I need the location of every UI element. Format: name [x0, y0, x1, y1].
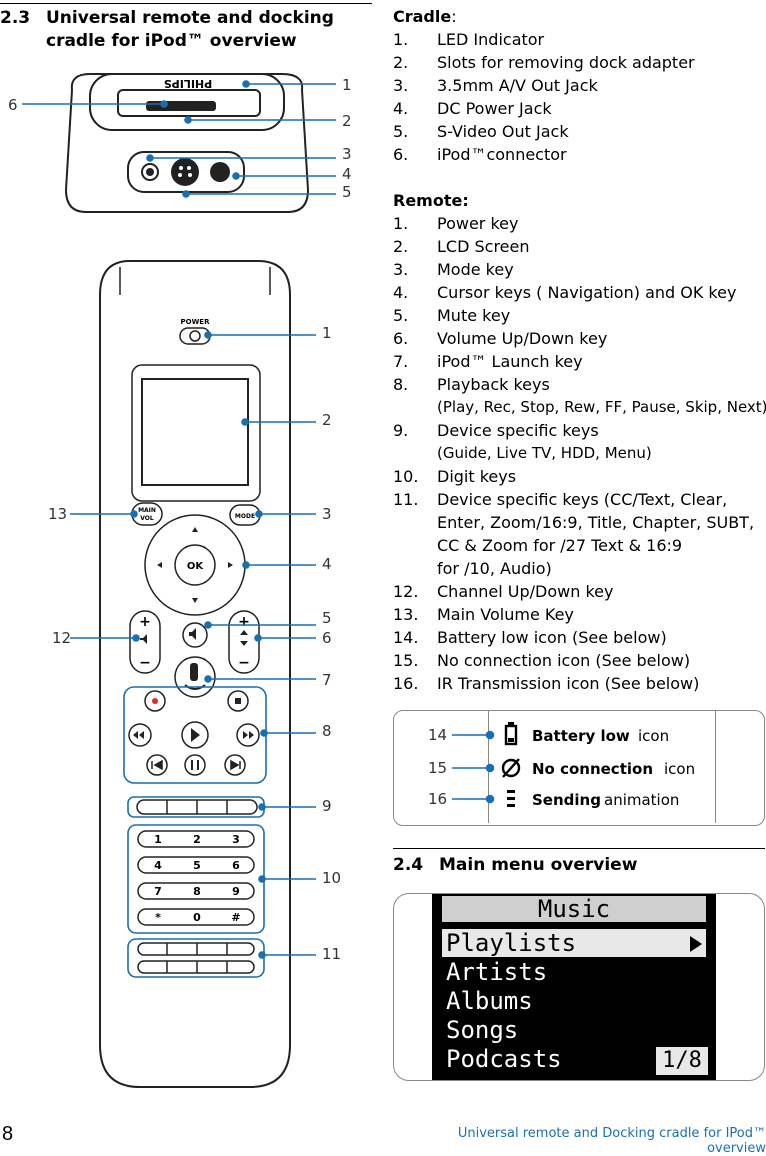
list-item-continuation: (Play, Rec, Stop, Rew, FF, Pause, Skip, … — [437, 398, 766, 416]
sending-icon — [507, 790, 515, 807]
cradle-callout-4: 4 — [342, 165, 352, 183]
power-label: POWER — [181, 318, 211, 326]
svg-text:+: + — [139, 614, 151, 630]
section-heading-2-4: 2.4 Main menu overview — [393, 854, 765, 878]
menu-title: Music — [537, 895, 611, 923]
menu-item[interactable]: Artists — [446, 958, 548, 986]
digit-star: * — [155, 911, 161, 924]
footer-text: Universal remote and Docking cradle for … — [457, 1126, 766, 1156]
menu-screen: Music Playlists Artists Albums Songs Pod… — [432, 894, 716, 1080]
page-number: 8 — [2, 1123, 14, 1145]
menu-item[interactable]: Albums — [446, 987, 533, 1015]
legend-callout-15: 15 — [428, 759, 447, 777]
remote-callout-4: 4 — [322, 555, 332, 573]
remote-callout-7: 7 — [322, 671, 332, 689]
digit-4: 4 — [154, 859, 162, 872]
section-rule-2-4 — [393, 848, 765, 849]
section-number: 2.3 — [0, 8, 31, 28]
cradle-illustration: PHILIPS 1 2 3 4 5 6 — [8, 73, 352, 213]
remote-callout-3: 3 — [322, 505, 332, 523]
section-number: 2.4 — [393, 855, 424, 875]
menu-item-selected[interactable]: Playlists — [442, 929, 706, 957]
svg-text:+: + — [238, 614, 250, 630]
remote-illustration: POWER MAIN VOL MODE OK + − + − 1 — [48, 260, 341, 1088]
cradle-callout-1: 1 — [342, 76, 352, 94]
legend-label-15: No connection — [532, 760, 653, 778]
digit-7: 7 — [154, 885, 162, 898]
main-vol-label-1: MAIN — [138, 507, 156, 514]
menu-page-indicator: 1/8 — [656, 1047, 708, 1075]
battery-icon — [504, 722, 518, 746]
legend-callout-14: 14 — [428, 726, 447, 744]
remote-callout-9: 9 — [322, 797, 332, 815]
remote-callout-13: 13 — [48, 505, 67, 523]
chevron-right-icon — [690, 936, 702, 952]
svg-text:−: − — [139, 655, 151, 671]
legend-callout-16: 16 — [428, 790, 447, 808]
remote-list: Remote: 1.Power key 2.LCD Screen 3.Mode … — [393, 191, 766, 693]
remote-callout-1: 1 — [322, 324, 332, 342]
remote-callout-12: 12 — [52, 629, 71, 647]
list-item-continuation: for /10, Audio) — [437, 559, 552, 578]
brand-logo: PHILIPS — [164, 77, 213, 90]
icons-legend-box: 14 15 16 Battery low icon No connection … — [393, 710, 765, 826]
section-title-line1: Universal remote and docking — [46, 8, 334, 28]
digit-hash: # — [231, 911, 240, 924]
section-title: Main menu overview — [439, 855, 638, 875]
digit-1: 1 — [154, 833, 162, 846]
digit-3: 3 — [232, 833, 240, 846]
legend-sub-16: animation — [604, 791, 679, 809]
top-rule — [0, 3, 372, 4]
main-vol-label-2: VOL — [140, 515, 154, 522]
digit-8: 8 — [193, 885, 201, 898]
cradle-list: Cradle: 1.LED Indicator 2.Slots for remo… — [393, 7, 695, 164]
remote-heading: Remote: — [393, 191, 469, 210]
menu-item[interactable]: Songs — [446, 1016, 519, 1044]
menu-title-bar: Music — [442, 896, 706, 922]
section-title-line2: cradle for iPod™ overview — [46, 31, 297, 51]
digit-9: 9 — [232, 885, 240, 898]
legend-sub-14: icon — [638, 727, 669, 745]
remote-callout-5: 5 — [322, 609, 332, 627]
cradle-callout-5: 5 — [342, 183, 352, 201]
digit-0: 0 — [193, 911, 201, 924]
svg-text:−: − — [238, 655, 250, 671]
legend-label-14: Battery low — [532, 727, 630, 745]
legend-graphic: 14 15 16 Battery low icon No connection … — [428, 722, 695, 809]
ok-label: OK — [187, 561, 205, 572]
menu-screen-frame: Music Playlists Artists Albums Songs Pod… — [393, 893, 765, 1081]
list-item-continuation: (Guide, Live TV, HDD, Menu) — [437, 444, 652, 462]
menu-item-label: Playlists — [446, 929, 577, 957]
cradle-callout-3: 3 — [342, 145, 352, 163]
digit-5: 5 — [193, 859, 201, 872]
legend-label-16: Sending — [532, 791, 601, 809]
menu-item[interactable]: Podcasts — [446, 1045, 562, 1073]
remote-callout-6: 6 — [322, 629, 332, 647]
digit-2: 2 — [193, 833, 201, 846]
list-item-continuation: CC & Zoom for /27 Text & 16:9 — [437, 536, 683, 555]
cradle-callout-2: 2 — [342, 112, 352, 130]
mode-label: MODE — [235, 513, 255, 520]
list-item-continuation: Enter, Zoom/16:9, Title, Chapter, SUBT, — [437, 513, 755, 532]
digit-6: 6 — [232, 859, 240, 872]
legend-sub-15: icon — [664, 760, 695, 778]
remote-callout-11: 11 — [322, 945, 341, 963]
cradle-callout-6: 6 — [8, 96, 18, 114]
remote-callout-2: 2 — [322, 411, 332, 429]
no-connection-icon — [501, 758, 521, 778]
remote-callout-8: 8 — [322, 722, 332, 740]
remote-callout-10: 10 — [322, 869, 341, 887]
cradle-heading: Cradle: — [393, 7, 457, 26]
section-heading-2-3: 2.3 Universal remote and docking cradle … — [0, 7, 372, 53]
